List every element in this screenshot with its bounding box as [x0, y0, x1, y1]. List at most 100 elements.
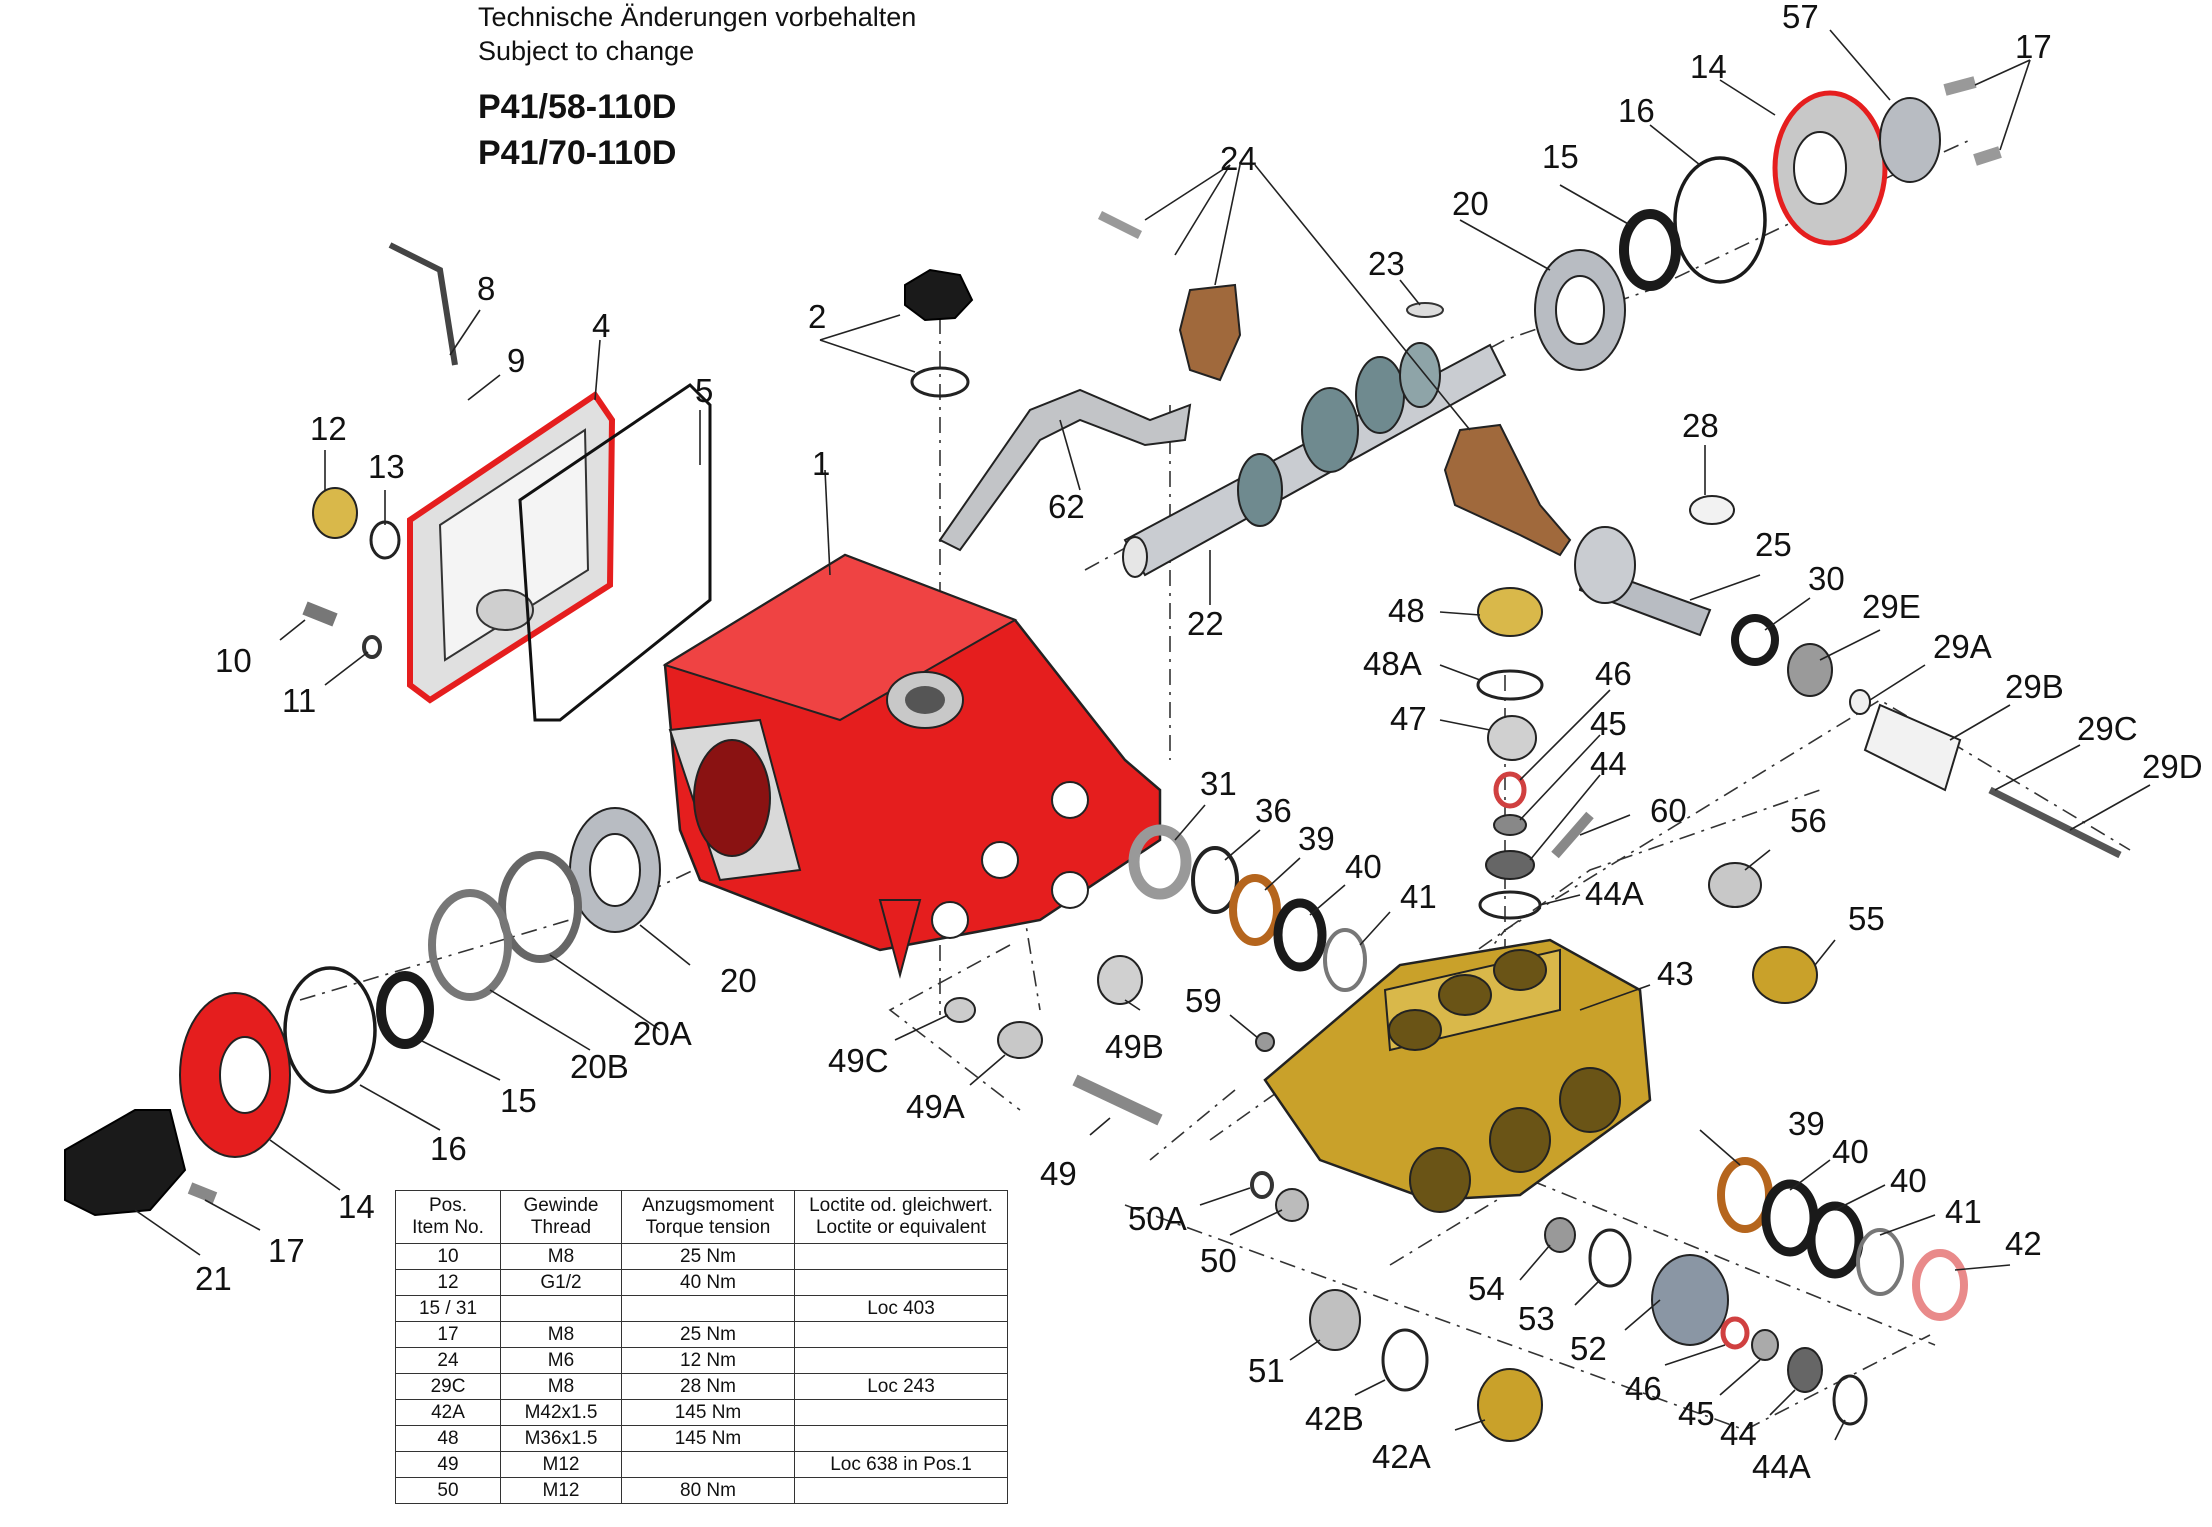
cell-pos: 24 — [395, 1347, 501, 1374]
key-23-part — [1406, 302, 1444, 318]
plug-12-part — [312, 487, 358, 539]
cell-loctite — [794, 1243, 1008, 1270]
seal-40c-part — [1806, 1201, 1864, 1279]
washer-30-part — [1731, 614, 1779, 666]
end-cap-part — [64, 1109, 187, 1217]
plug-42a-part — [1477, 1368, 1543, 1442]
cell-pos: 49 — [395, 1451, 501, 1478]
cell-torque: 12 Nm — [621, 1347, 795, 1374]
seal-15-right-part — [1619, 209, 1681, 291]
cell-pos: 50 — [395, 1477, 501, 1504]
fitting-60-part — [1551, 811, 1594, 859]
model-title-1: P41/58-110D — [478, 88, 677, 126]
cell-thread — [500, 1295, 622, 1322]
callout-15b: 15 — [500, 1082, 537, 1119]
callout-24: 24 — [1220, 140, 1257, 177]
callout-11: 11 — [282, 682, 316, 719]
callout-16: 16 — [1618, 92, 1655, 129]
ceramic-plunger-part — [1863, 703, 1962, 792]
screw-24-part — [1097, 210, 1143, 240]
callout-54: 54 — [1468, 1270, 1505, 1307]
cell-loctite — [794, 1269, 1008, 1296]
callout-44b: 44 — [1720, 1415, 1757, 1452]
valve-plate-45-part — [1493, 814, 1527, 836]
model-title-2: P41/70-110D — [478, 134, 677, 172]
note-english: Subject to change — [478, 36, 695, 66]
cell-thread: G1/2 — [500, 1269, 622, 1296]
callout-1: 1 — [812, 445, 830, 482]
cell-loctite — [794, 1425, 1008, 1452]
callout-42a: 42A — [1372, 1438, 1431, 1475]
ring-29e-part — [1787, 643, 1833, 697]
seal-31-part — [1128, 824, 1192, 900]
leader-lines — [134, 29, 2151, 1441]
stud-49-part — [1072, 1074, 1163, 1126]
col-header-pos: Pos.Item No. — [395, 1190, 501, 1244]
plunger-25-part — [1574, 526, 1712, 637]
spring-46-part — [1493, 771, 1527, 809]
callout-48a: 48A — [1363, 645, 1422, 682]
callout-14: 14 — [1690, 48, 1727, 85]
ring-42-part — [1912, 1249, 1968, 1321]
cell-loctite — [794, 1399, 1008, 1426]
ring-41b-part — [1856, 1228, 1904, 1296]
callout-49c: 49C — [828, 1042, 889, 1079]
callout-43: 43 — [1657, 955, 1694, 992]
cell-torque — [621, 1295, 795, 1322]
callout-60: 60 — [1650, 792, 1687, 829]
cell-loctite — [794, 1347, 1008, 1374]
callout-17: 17 — [2015, 28, 2052, 65]
cell-loctite: Loc 638 in Pos.1 — [794, 1451, 1008, 1478]
callout-29a: 29A — [1933, 628, 1992, 665]
callout-10: 10 — [215, 642, 252, 679]
callout-44a: 44A — [1585, 875, 1644, 912]
bracket-part — [938, 388, 1192, 552]
washer-50a-part — [1250, 1171, 1274, 1199]
screw-17-right-part — [1943, 76, 1977, 96]
callout-40: 40 — [1345, 848, 1382, 885]
oring-48a-part — [1476, 669, 1544, 701]
manifold-part — [1263, 938, 1652, 1213]
col-header-loctite: Loctite od. gleichwert.Loctite or equiva… — [794, 1190, 1008, 1244]
washer-11-part — [362, 635, 382, 659]
callout-29b: 29B — [2005, 668, 2064, 705]
fitting-59-part — [1255, 1032, 1275, 1052]
valve-seat-44b-part — [1787, 1347, 1823, 1393]
callout-44a-b: 44A — [1752, 1448, 1811, 1485]
callout-42: 42 — [2005, 1225, 2042, 1262]
callout-50a: 50A — [1128, 1200, 1187, 1237]
callout-20: 20 — [1452, 185, 1489, 222]
dipstick-part — [388, 242, 458, 366]
ring-39-part — [1229, 874, 1281, 946]
bearing-20-part — [569, 807, 661, 933]
valve-plate-45b-part — [1751, 1329, 1779, 1361]
oring-13-part — [369, 520, 401, 560]
callout-20a: 20A — [633, 1015, 692, 1052]
sleeve-28-part — [1689, 495, 1735, 525]
callout-5: 5 — [695, 372, 713, 409]
oring-16-right-part — [1673, 156, 1767, 284]
callout-25: 25 — [1755, 526, 1792, 563]
callout-20b: 20 — [720, 962, 757, 999]
cell-torque: 40 Nm — [621, 1269, 795, 1296]
callout-16b: 16 — [430, 1130, 467, 1167]
sleeve-49c-part — [944, 997, 976, 1023]
callout-42b: 42B — [1305, 1400, 1364, 1437]
oil-plug-part — [904, 268, 974, 322]
callout-2: 2 — [808, 298, 826, 335]
oring-16-left-part — [283, 966, 377, 1094]
valve-seat-44-part — [1485, 850, 1535, 880]
cover-gasket-part — [518, 383, 712, 722]
callout-45: 45 — [1590, 705, 1627, 742]
callout-8: 8 — [477, 270, 495, 307]
sleeve-49b-part — [1097, 955, 1143, 1005]
oring-36-part — [1191, 846, 1239, 914]
callout-31: 31 — [1200, 765, 1237, 802]
